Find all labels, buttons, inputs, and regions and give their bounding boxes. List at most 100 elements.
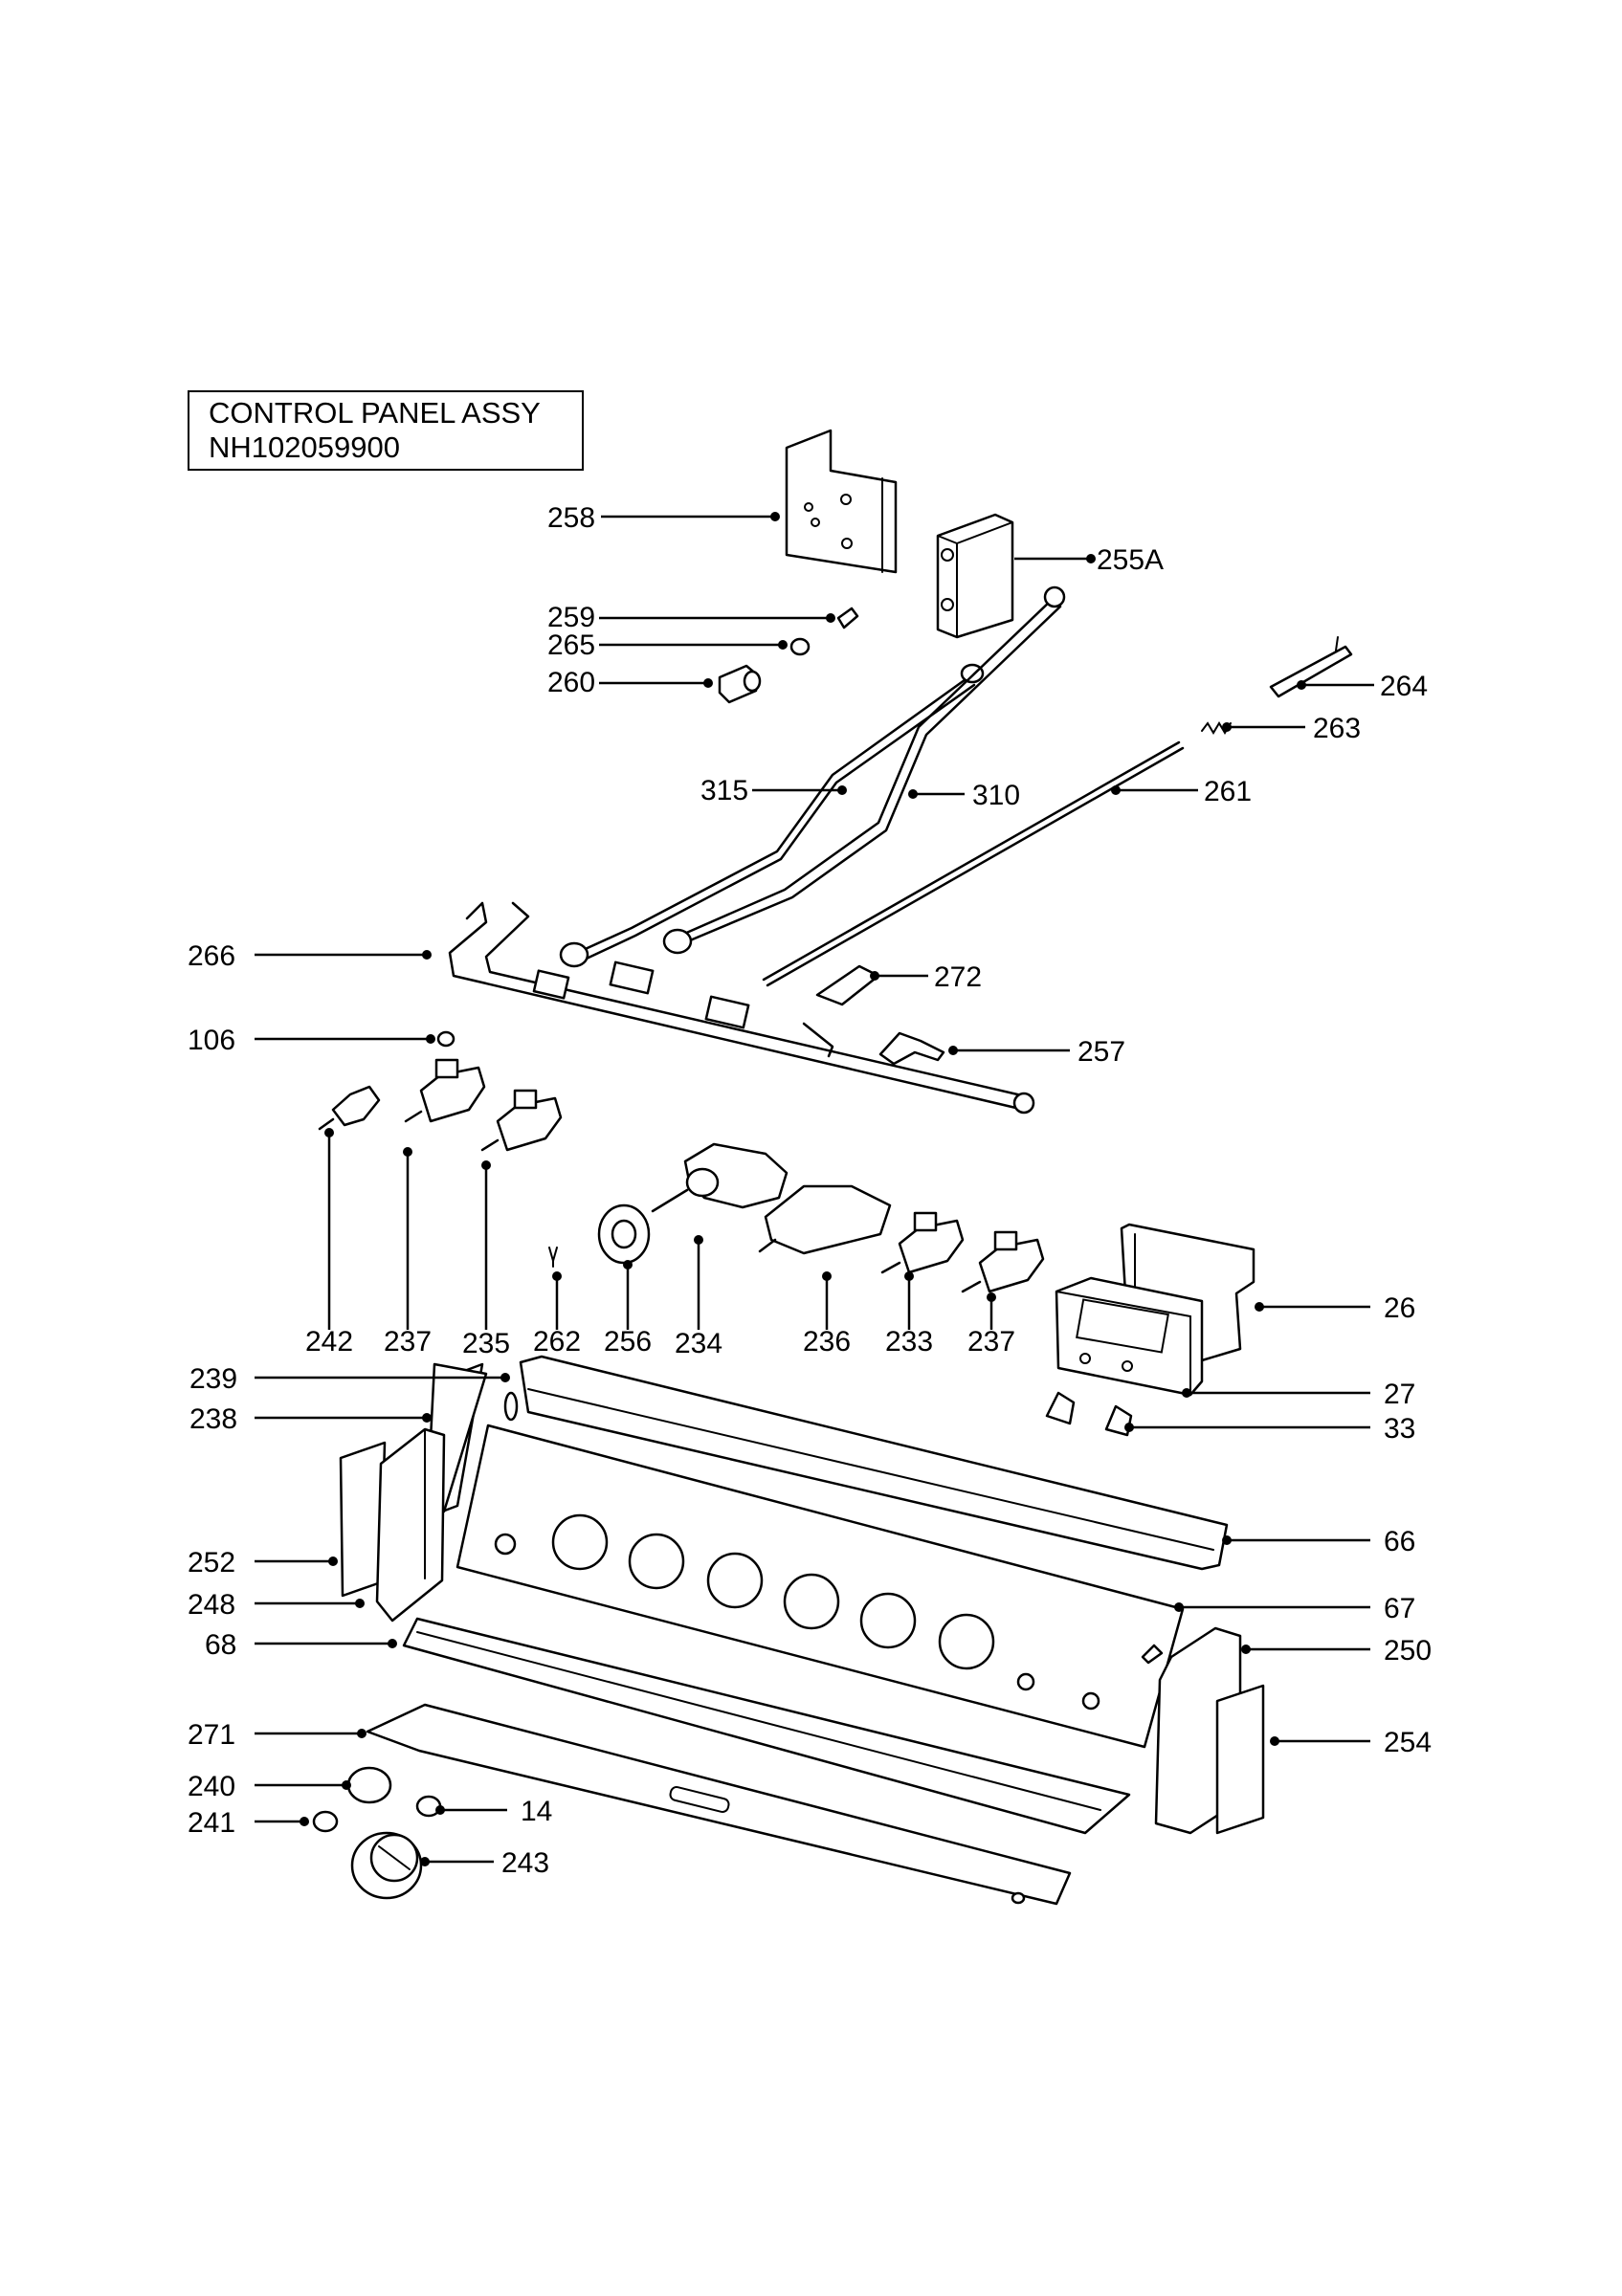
leader-dot [1255,1302,1264,1312]
leader-dot [1086,554,1096,563]
leader-dot [481,1160,491,1170]
valve-part-235 [480,1089,563,1152]
part-number-label: 261 [1204,776,1252,807]
part-number-label: 310 [972,780,1020,811]
dial-part-256 [597,1203,651,1265]
callout-264: 264 [1297,671,1428,702]
callout-26: 26 [1255,1292,1415,1324]
part-number-label: 248 [188,1589,235,1621]
part-number-label: 266 [188,940,235,972]
callout-263: 263 [1222,713,1361,744]
callout-240: 240 [188,1771,351,1802]
valve-part-237-left [404,1058,486,1123]
part-number-label: 66 [1384,1526,1415,1557]
leader-dot [837,785,847,795]
part-number-label: 260 [547,667,595,698]
leader-dot [778,640,788,650]
callout-243: 243 [420,1847,549,1879]
assembly-number: NH102059900 [209,430,400,464]
callout-238: 238 [189,1403,432,1435]
callout-248: 248 [188,1589,365,1621]
callout-271: 271 [188,1719,367,1751]
clip-part-262 [548,1247,558,1268]
gas-manifold-part-266 [448,901,1035,1115]
leader-dot [1111,785,1121,795]
leader-dot [426,1034,435,1044]
part-number-label: 237 [967,1326,1015,1358]
callout-260: 260 [547,667,713,698]
leader-dot [357,1729,367,1738]
control-knob-part-243 [350,1831,423,1900]
part-number-label: 272 [934,961,982,993]
fitting-part-260 [718,664,762,704]
part-number-label: 242 [305,1326,353,1358]
callout-310: 310 [908,780,1020,811]
callout-67: 67 [1174,1593,1415,1624]
callout-27: 27 [1182,1379,1415,1410]
callout-239: 239 [189,1363,510,1395]
callout-261: 261 [1111,776,1252,807]
lower-trim-part-68 [402,1617,1131,1835]
relay-box-part-255A [936,513,1014,639]
valve-part-242 [318,1085,381,1131]
panel-trim-part-66 [503,1355,1229,1571]
callout-254: 254 [1270,1727,1432,1758]
valve-part-236 [758,1184,892,1255]
callout-241: 241 [188,1807,309,1839]
part-number-label: 271 [188,1719,235,1751]
clip-part-272 [815,964,880,1006]
callout-262: 262 [533,1271,581,1358]
leader-dot [1124,1423,1134,1432]
pin-part-264 [1269,636,1353,698]
part-number-label: 236 [803,1326,851,1358]
callout-66: 66 [1222,1526,1415,1557]
part-number-label: 239 [189,1363,237,1395]
leader-dot [342,1780,351,1790]
callout-106: 106 [188,1025,435,1056]
part-number-label: 235 [462,1328,510,1359]
leader-dot [987,1292,996,1302]
leader-dot [948,1046,958,1055]
leader-dot [1174,1602,1184,1612]
part-number-label: 233 [885,1326,933,1358]
leader-dot [908,789,918,799]
callout-272: 272 [870,961,982,993]
callout-265: 265 [547,629,788,661]
bracket-part-258 [785,429,898,574]
leader-dot [1270,1736,1279,1746]
leader-dot [324,1128,334,1137]
leader-dot [623,1260,633,1269]
part-number-label: 252 [188,1547,235,1578]
callout-258: 258 [547,502,780,534]
leader-dot [420,1857,430,1866]
part-number-label: 256 [604,1326,652,1358]
diagram-title: CONTROL PANEL ASSY [209,396,541,430]
callout-237: 237 [384,1147,432,1358]
callout-33: 33 [1124,1413,1415,1445]
leader-dot [422,1413,432,1423]
clip-part-257 [878,1031,945,1066]
callout-252: 252 [188,1547,338,1578]
part-number-label: 14 [521,1796,552,1827]
leader-dot [403,1147,412,1157]
part-number-label: 238 [189,1403,237,1435]
part-number-label: 315 [700,775,748,806]
leader-dot [552,1271,562,1281]
part-number-label: 106 [188,1025,235,1056]
leader-dot [435,1805,445,1815]
part-number-label: 234 [675,1328,722,1359]
leader-dot [694,1235,703,1245]
part-number-label: 243 [501,1847,549,1879]
callout-236: 236 [803,1271,851,1358]
end-cap-part-248 [375,1427,446,1623]
part-number-label: 263 [1313,713,1361,744]
valve-part-237-right [961,1230,1045,1293]
control-panel-fascia-part-67 [455,1424,1185,1749]
part-number-label: 250 [1384,1635,1432,1667]
part-number-label: 258 [547,502,595,534]
callout-233: 233 [885,1271,933,1358]
nut-part-265 [789,637,811,656]
part-number-label: 241 [188,1807,235,1839]
callout-256: 256 [604,1260,652,1358]
